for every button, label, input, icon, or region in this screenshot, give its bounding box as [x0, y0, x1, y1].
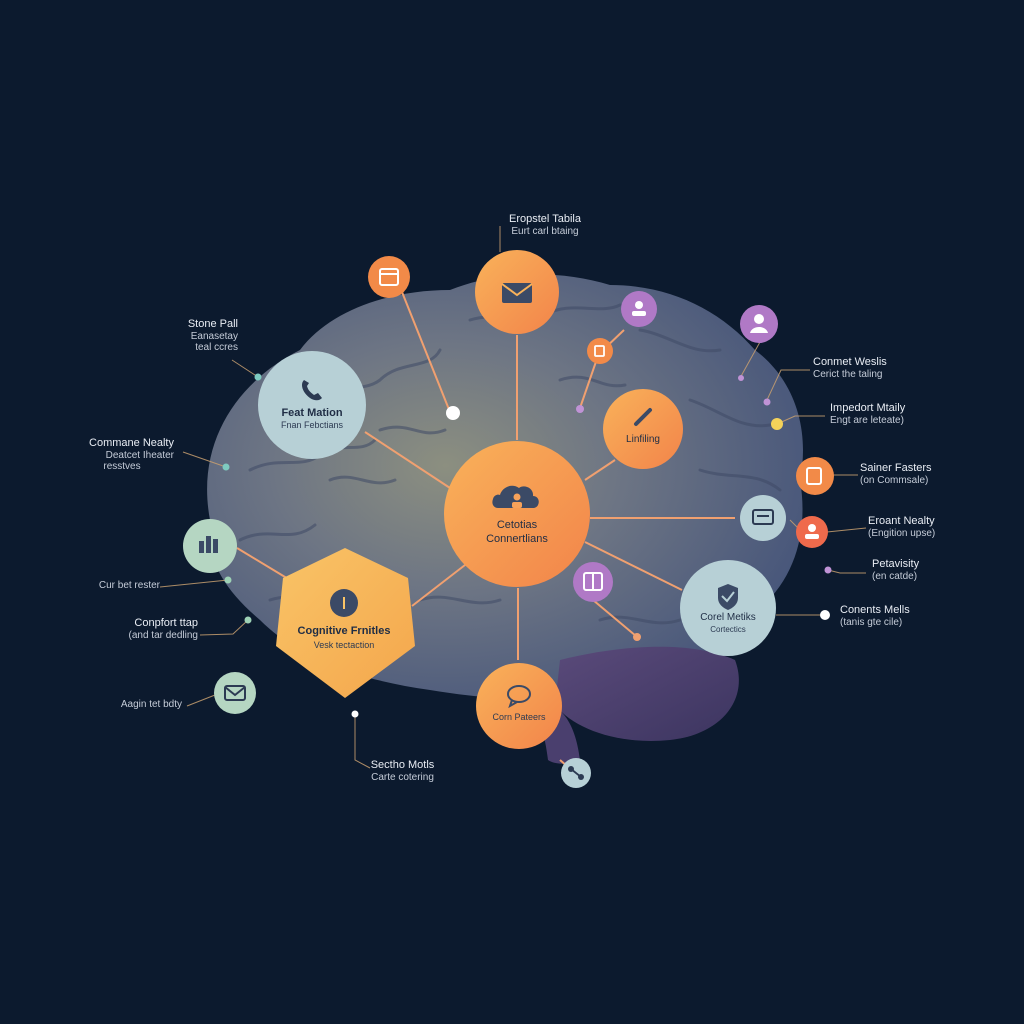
- shield-check-icon: [718, 584, 738, 610]
- chart-icon-node: [183, 519, 237, 573]
- cloud-user-icon: [492, 485, 539, 508]
- print-icon-node: [740, 495, 786, 541]
- info-icon: [330, 589, 358, 617]
- label-sainer: Sainer Fasters (on Commsale): [860, 462, 932, 486]
- cognitive-subtitle: Vesk tectaction: [314, 640, 375, 650]
- label-conents: Conents Mells (tanis gte cile): [840, 604, 910, 628]
- small-icon-nodes: [183, 256, 834, 788]
- document-stack-icon-node: [796, 457, 834, 495]
- label-sectho: Sectho Motls Carte cotering: [370, 759, 435, 783]
- cognitive-title: Cognitive Frnitles: [298, 625, 391, 637]
- book-icon-node: [573, 562, 613, 602]
- center-subtitle: Connertlians: [486, 533, 548, 545]
- label-top: Eropstel Tabila Eurt carl btaing: [509, 213, 581, 237]
- chat-bubble-icon: [507, 685, 531, 709]
- node-corn-pateers: Corn Pateers: [476, 663, 562, 749]
- connector-dots: [222, 373, 832, 718]
- node-corel-metiks: Corel Metiks Cortectics: [680, 560, 776, 656]
- label-cur-bet: Cur bet rester: [98, 580, 160, 591]
- linfiling-title: Linfiling: [626, 434, 660, 445]
- label-conpfort: Conpfort ttap (and tar dedling: [128, 617, 199, 641]
- label-petavisty: Petavisity (en catde): [872, 558, 920, 582]
- profile-icon-node: [740, 305, 778, 343]
- badge-icon-node: [587, 338, 613, 364]
- node-feat-mation: Feat Mation Fnan Febctians: [258, 351, 366, 459]
- node-center: Cetotias Connertlians: [444, 441, 590, 587]
- network-icon-node: [561, 758, 591, 788]
- center-title: Cetotias: [497, 519, 538, 531]
- label-aagin: Aagin tet bdty: [120, 699, 182, 710]
- node-linfiling: Linfiling: [603, 389, 683, 469]
- node-top: [475, 250, 559, 334]
- mail-icon-node: [214, 672, 256, 714]
- leader-lines: [159, 226, 867, 769]
- corel-metiks-title: Corel Metiks: [700, 612, 756, 623]
- phone-icon: [302, 380, 322, 401]
- person-icon-node: [796, 516, 828, 548]
- feat-mation-subtitle: Fnan Febctians: [281, 420, 344, 430]
- corn-pateers-title: Corn Pateers: [492, 712, 546, 722]
- label-commane: Commane Nealty Deatcet Iheater resstves: [89, 437, 174, 473]
- calendar-icon-node: [368, 256, 410, 298]
- pencil-icon: [634, 408, 652, 426]
- label-stone-pall: Stone Pall Eanasetay teal ccres: [187, 318, 238, 354]
- user-badge-icon-node: [621, 291, 657, 327]
- envelope-icon: [501, 283, 533, 303]
- connection-lines: [236, 291, 735, 774]
- feat-mation-title: Feat Mation: [281, 407, 342, 419]
- label-impedort: Impedort Mtaily Engt are leteate): [830, 402, 906, 426]
- node-cognitive: Cognitive Frnitles Vesk tectaction: [276, 548, 415, 698]
- label-conmet: Conmet Weslis Cerict the taling: [813, 356, 887, 380]
- corel-metiks-subtitle: Cortectics: [710, 625, 746, 634]
- label-eroant: Eroant Nealty (Engition upse): [868, 515, 936, 539]
